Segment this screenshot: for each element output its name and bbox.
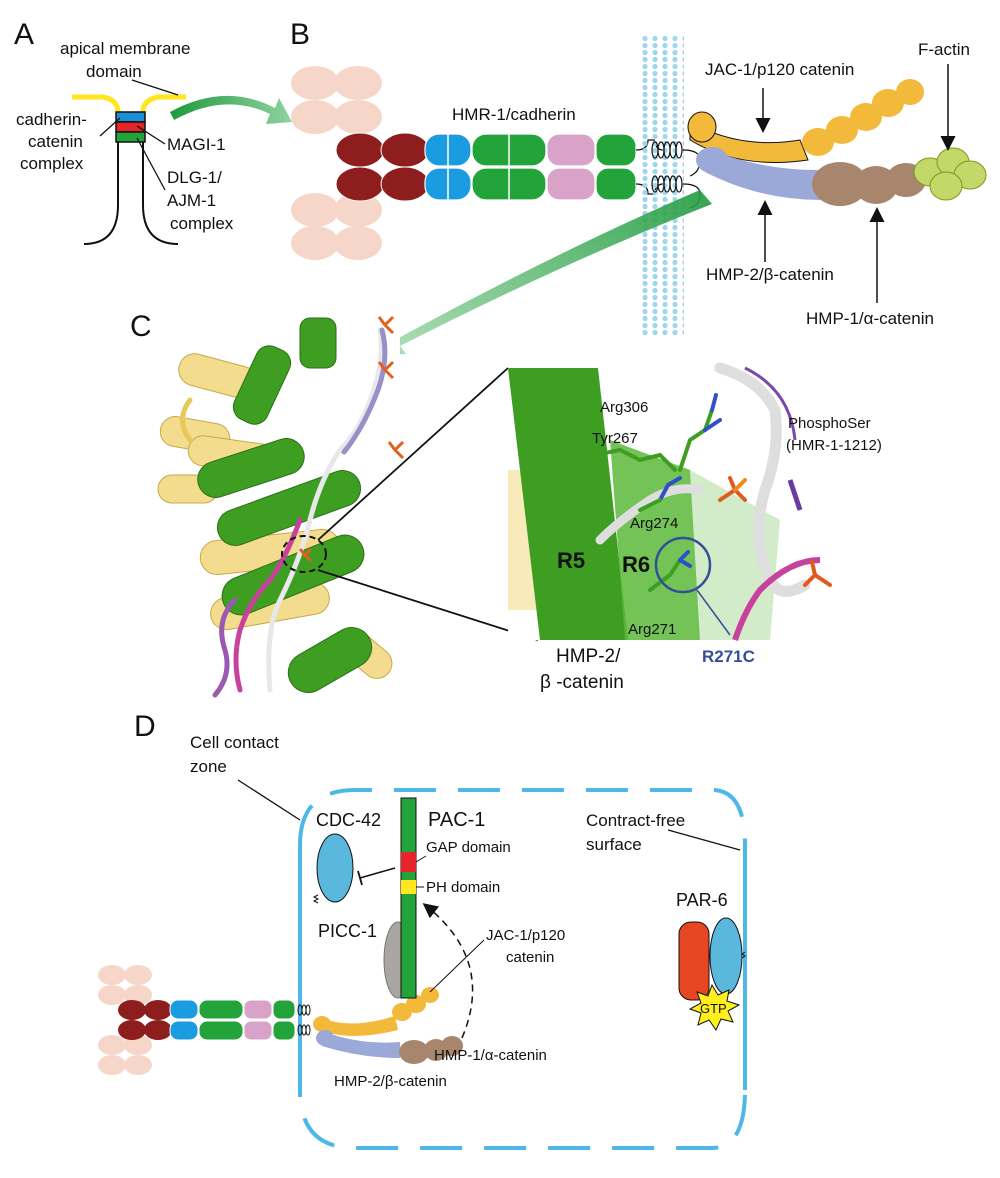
- apical-leader: [131, 79, 179, 96]
- par6-label: PAR-6: [676, 890, 728, 910]
- phospho-label-1: PhosphoSer: [788, 415, 871, 432]
- hmp2-d-label: HMP-2/β-catenin: [334, 1073, 447, 1090]
- magi-box: [115, 121, 146, 133]
- hmp1-label: HMP-1/α-catenin: [806, 309, 934, 328]
- cdc42: [316, 833, 354, 903]
- jac1-d-label-2: catenin: [506, 949, 554, 966]
- dlg-box: [115, 131, 146, 143]
- cadherin-label-2: catenin: [28, 132, 83, 151]
- hmp1-alpha-catenin: [812, 162, 926, 206]
- picc1-label: PICC-1: [318, 921, 377, 941]
- hmp2-d: [316, 1030, 400, 1058]
- dlg-label-2: AJM-1: [167, 191, 216, 210]
- cadherin-leader: [99, 117, 121, 137]
- ph-domain-box: [401, 880, 416, 894]
- cadherin-label-1: cadherin-: [16, 110, 87, 129]
- magi-label: MAGI-1: [167, 135, 226, 154]
- gtp-label: GTP: [700, 1001, 727, 1016]
- hmp2-beta-catenin: [696, 147, 820, 200]
- r5-label: R5: [557, 548, 585, 573]
- panel-label-a: A: [14, 18, 34, 51]
- free-label-1: Contract-free: [586, 811, 685, 830]
- arg306-label: Arg306: [600, 399, 648, 416]
- hmp2-c-label-2: β -catenin: [540, 672, 624, 693]
- jac1-d-leader: [429, 939, 485, 993]
- panel-a: A apical membrane domain cadherin- caten…: [14, 18, 292, 245]
- gap-domain-box: [401, 852, 416, 872]
- phospho-label-2: (HMR-1-1212): [786, 437, 882, 454]
- tyr267-label: Tyr267: [592, 430, 638, 447]
- hmp1-d: [399, 1036, 463, 1064]
- pac1-label: PAC-1: [428, 809, 485, 831]
- r271c-circle: [654, 536, 712, 594]
- helix-r5: [508, 368, 628, 640]
- zoom-arrow-a-to-b: [170, 95, 292, 124]
- zoom-arrow-b-to-c: [378, 190, 712, 356]
- dlg-label-1: DLG-1/: [167, 168, 222, 187]
- dlg-leader: [136, 137, 166, 191]
- arg271-label: Arg271: [628, 621, 676, 638]
- neighbor-cadherins-top: [291, 66, 382, 134]
- free-label-2: surface: [586, 835, 642, 854]
- ph-label: PH domain: [426, 879, 500, 896]
- hmp1-d-label: HMP-1/α-catenin: [434, 1047, 547, 1064]
- hmp2-label: HMP-2/β-catenin: [706, 265, 834, 284]
- jac1-p120-catenin: [687, 79, 924, 163]
- contact-label-1: Cell contact: [190, 733, 279, 752]
- contact-label-2: zone: [190, 757, 227, 776]
- panel-b: B: [290, 18, 987, 356]
- structure-overview: [150, 315, 405, 698]
- gtp-burst: [688, 983, 741, 1032]
- zoom-line-top: [317, 367, 509, 541]
- apical-membrane-left: [72, 94, 121, 113]
- r6-label: R6: [622, 552, 650, 577]
- dlg-label-3: complex: [170, 214, 234, 233]
- cadherin-dimer-d: [118, 999, 311, 1041]
- zoom-detail: Arg306 Tyr267 Arg274 Arg271 R5 R6 Phosph…: [508, 362, 998, 641]
- panel-label-d: D: [134, 710, 156, 743]
- cadherin-dimer: [335, 132, 664, 202]
- f-actin: [913, 147, 987, 201]
- panel-d: D Cell contact zone: [98, 710, 747, 1150]
- neighbor-cadherins-d: [98, 965, 152, 1075]
- r271c-label: R271C: [702, 647, 755, 666]
- recruitment-arrow: [422, 903, 474, 1039]
- cadherin-catenin-box: [115, 111, 146, 123]
- helix-r6: [610, 440, 700, 640]
- cell-outline: [298, 788, 747, 1150]
- factin-label: F-actin: [918, 40, 970, 59]
- cdc42-gtp: [709, 917, 743, 995]
- zoom-line-bottom: [317, 569, 539, 641]
- jac1-label: JAC-1/p120 catenin: [705, 60, 854, 79]
- contact-leader: [237, 779, 301, 821]
- free-leader: [667, 829, 741, 851]
- inhibition-line: [359, 867, 396, 879]
- panel-c: C: [130, 310, 998, 698]
- panel-label-b: B: [290, 18, 310, 51]
- plasma-membrane: [640, 36, 684, 336]
- apical-membrane-right: [140, 94, 186, 113]
- magi-leader: [136, 125, 166, 145]
- cdc42-label: CDC-42: [316, 810, 381, 830]
- panel-label-c: C: [130, 310, 152, 343]
- jac1-d-label-1: JAC-1/p120: [486, 927, 565, 944]
- gap-label: GAP domain: [426, 839, 511, 856]
- cadherin-label-3: complex: [20, 154, 84, 173]
- apical-label-2: domain: [86, 62, 142, 81]
- arg274-label: Arg274: [630, 515, 678, 532]
- pac1-bar: [400, 797, 417, 999]
- zoom-circle: [281, 535, 327, 573]
- hmr1-label: HMR-1/cadherin: [452, 105, 576, 124]
- neighbor-cadherins-bottom: [291, 193, 382, 260]
- hmp2-c-label-1: HMP-2/: [556, 646, 621, 667]
- apical-label-1: apical membrane: [60, 39, 190, 58]
- par6: [678, 921, 710, 1001]
- jac1-d: [313, 987, 439, 1036]
